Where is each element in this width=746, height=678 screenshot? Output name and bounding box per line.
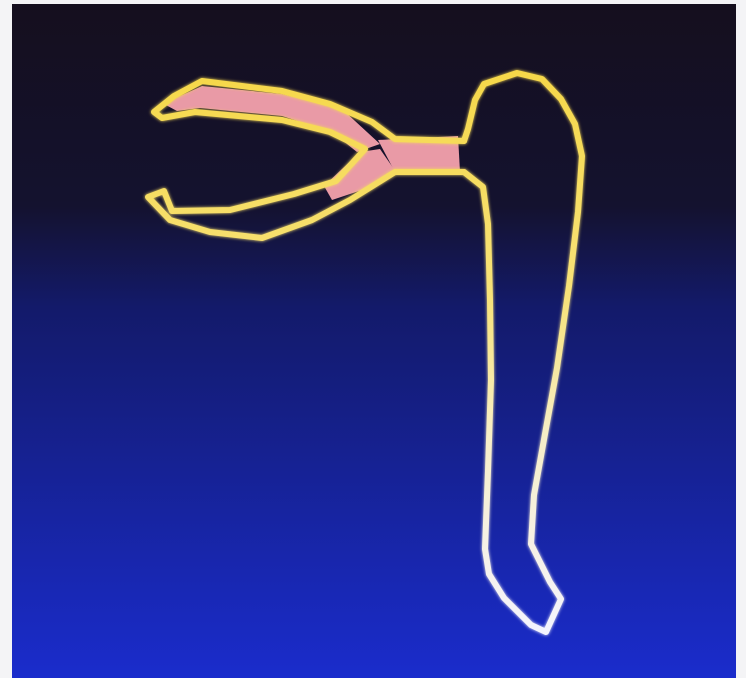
forceps-illustration: [12, 4, 736, 678]
slide-frame: [12, 4, 736, 678]
dark-blue-background: [12, 4, 736, 678]
